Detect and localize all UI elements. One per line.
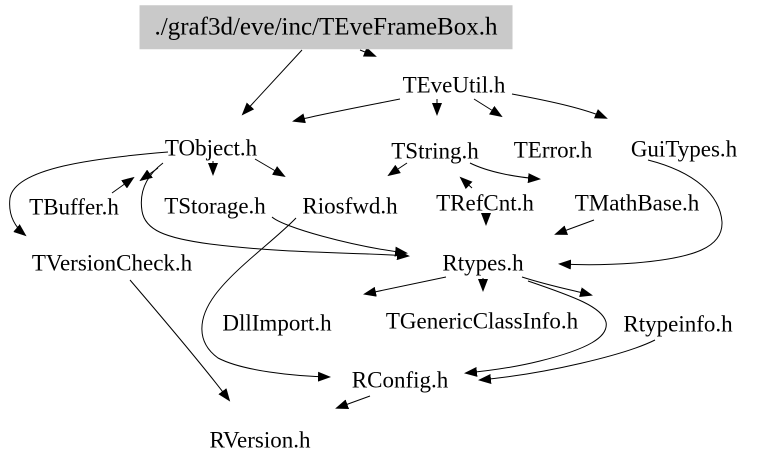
edge-GuiTypes-to-Rtypes bbox=[558, 159, 723, 270]
edge-Riosfwd-to-RConfig bbox=[201, 217, 331, 382]
edge-RConfig-to-RVersion bbox=[335, 395, 371, 409]
edge-TEveFrameBox-to-TObject bbox=[241, 49, 303, 116]
edge-TEveFrameBox-to-TEveUtil bbox=[359, 47, 377, 57]
node-TEveFrameBox[interactable]: ./graf3d/eve/inc/TEveFrameBox.h bbox=[139, 5, 513, 49]
edge-Rtypeinfo-to-RConfig bbox=[478, 339, 656, 384]
node-TEveUtil[interactable]: TEveUtil.h bbox=[402, 72, 506, 98]
node-TStorage[interactable]: TStorage.h bbox=[164, 193, 266, 219]
edge-TMathBase-to-Rtypes bbox=[554, 219, 595, 235]
node-TMathBase[interactable]: TMathBase.h bbox=[574, 190, 700, 216]
edge-Rtypes-to-Rtypeinfo bbox=[521, 276, 593, 298]
node-GuiTypes[interactable]: GuiTypes.h bbox=[630, 136, 738, 162]
edge-TEveUtil-to-GuiTypes bbox=[511, 93, 608, 119]
node-RConfig[interactable]: RConfig.h bbox=[351, 367, 449, 393]
edge-Rtypes-to-DllImport bbox=[363, 276, 447, 297]
node-DllImport[interactable]: DllImport.h bbox=[222, 310, 332, 336]
node-TError[interactable]: TError.h bbox=[513, 137, 593, 163]
node-Riosfwd[interactable]: Riosfwd.h bbox=[302, 193, 398, 219]
node-TRefCnt[interactable]: TRefCnt.h bbox=[436, 190, 534, 216]
edge-TEveUtil-to-TError bbox=[473, 98, 503, 118]
node-TObject[interactable]: TObject.h bbox=[164, 135, 258, 161]
node-RVersion[interactable]: RVersion.h bbox=[209, 427, 311, 453]
edge-TStorage-to-Rtypes bbox=[271, 216, 408, 257]
edge-TString-to-TMathBase bbox=[469, 162, 541, 184]
edge-TRefCnt-to-TString bbox=[459, 176, 473, 190]
node-TString[interactable]: TString.h bbox=[391, 138, 479, 164]
node-TBuffer[interactable]: TBuffer.h bbox=[29, 194, 119, 220]
edge-TEveUtil-to-TObject bbox=[292, 98, 401, 124]
node-Rtypeinfo[interactable]: Rtypeinfo.h bbox=[623, 311, 733, 337]
edge-TObject-to-Riosfwd bbox=[254, 158, 286, 178]
edge-Rtypes-to-RConfig bbox=[464, 280, 607, 377]
node-TGenericClassInfo[interactable]: TGenericClassInfo.h bbox=[385, 308, 579, 334]
edge-TObject-to-Rtypes bbox=[140, 162, 410, 261]
edge-TObject-to-TBuffer bbox=[139, 167, 159, 182]
edge-TVersionCheck-to-RVersion bbox=[129, 279, 231, 402]
node-Rtypes[interactable]: Rtypes.h bbox=[442, 250, 524, 276]
node-TVersionCheck[interactable]: TVersionCheck.h bbox=[31, 250, 193, 276]
edge-TBuffer-to-TObject bbox=[111, 176, 135, 194]
edge-TObject-to-TVersionCheck bbox=[9, 151, 169, 237]
edge-TString-to-Riosfwd bbox=[387, 162, 408, 177]
